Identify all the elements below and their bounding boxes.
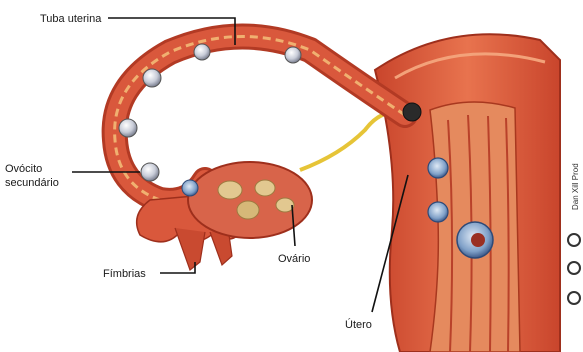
label-oocyte-text-line2: secundário	[5, 177, 59, 189]
label-tube: Tuba uterina	[40, 13, 102, 25]
credit-text: Dan Xill Prod	[571, 163, 580, 210]
label-oocyte-text: Ovócito	[5, 163, 42, 175]
label-ovary: Ovário	[278, 253, 310, 265]
label-oocyte: Ovócito secundário	[5, 163, 59, 189]
credit-strip: Dan Xill Prod	[564, 110, 583, 352]
label-fimbriae: Fímbrias	[103, 268, 146, 280]
label-uterus: Útero	[345, 318, 372, 331]
